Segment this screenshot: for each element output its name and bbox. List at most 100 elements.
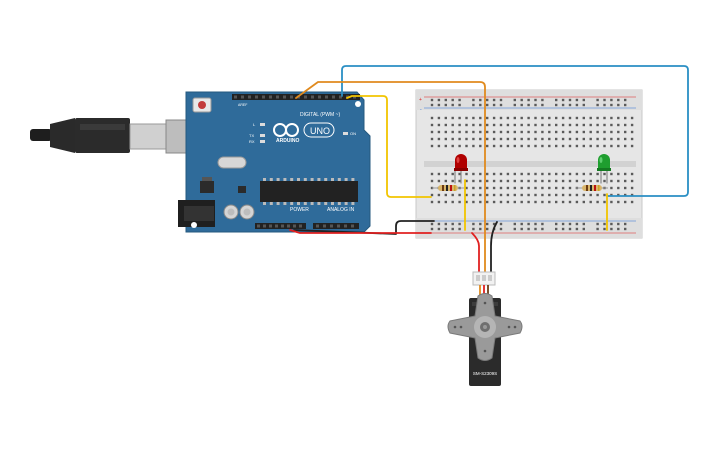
- breadboard-hole: [472, 172, 475, 176]
- breadboard-hole: [555, 123, 558, 127]
- breadboard-hole: [520, 227, 523, 231]
- breadboard-hole: [513, 179, 516, 183]
- breadboard-hole: [610, 116, 613, 120]
- breadboard-hole: [506, 137, 510, 141]
- breadboard-hole: [548, 200, 551, 204]
- breadboard-hole: [575, 172, 579, 176]
- breadboard-hole: [430, 172, 434, 176]
- crystal-oscillator: [217, 156, 247, 169]
- breadboard-hole: [582, 116, 585, 120]
- servo-horn: [447, 293, 523, 361]
- breadboard-hole: [534, 200, 537, 204]
- breadboard-hole: [520, 116, 523, 120]
- breadboard-hole: [548, 172, 551, 176]
- breadboard-hole: [541, 130, 544, 134]
- breadboard-hole: [624, 137, 627, 141]
- breadboard-hole: [479, 123, 482, 127]
- header-pin: [275, 224, 278, 228]
- breadboard-hole: [513, 227, 516, 231]
- breadboard-hole: [603, 172, 606, 176]
- breadboard-hole: [430, 103, 434, 107]
- breadboard-hole: [603, 130, 606, 134]
- breadboard-hole: [561, 222, 565, 226]
- chip-pin: [310, 202, 314, 205]
- rail-plus-label: +: [419, 97, 422, 103]
- breadboard-hole: [575, 222, 579, 226]
- breadboard-hole: [513, 123, 516, 127]
- breadboard-hole: [513, 144, 516, 148]
- breadboard-hole: [492, 179, 496, 183]
- breadboard-hole: [479, 186, 482, 190]
- breadboard-hole: [630, 200, 634, 204]
- chip-pin: [331, 178, 334, 181]
- breadboard-hole: [534, 98, 537, 102]
- breadboard-hole: [527, 172, 530, 176]
- breadboard-hole: [437, 137, 441, 141]
- breadboard-hole: [610, 179, 613, 183]
- breadboard-hole: [506, 193, 510, 197]
- breadboard-hole: [561, 200, 565, 204]
- breadboard-hole: [561, 137, 565, 141]
- breadboard-hole: [596, 144, 599, 148]
- header-pin: [248, 95, 251, 99]
- breadboard-hole: [589, 130, 592, 134]
- breadboard-hole: [499, 130, 503, 134]
- breadboard-hole: [575, 98, 579, 102]
- breadboard-hole: [520, 123, 523, 127]
- breadboard-hole: [534, 193, 537, 197]
- breadboard-hole: [492, 123, 496, 127]
- header-pin: [299, 224, 302, 228]
- breadboard-hole: [492, 116, 496, 120]
- breadboard-hole: [548, 137, 551, 141]
- orange-wire: [295, 81, 486, 273]
- breadboard-hole: [479, 227, 482, 231]
- breadboard-hole: [465, 193, 468, 197]
- breadboard-hole: [527, 116, 530, 120]
- breadboard-hole: [520, 193, 523, 197]
- breadboard-hole: [555, 144, 558, 148]
- atmega-chip: [260, 181, 358, 202]
- breadboard-hole: [472, 103, 475, 107]
- breadboard-hole: [506, 186, 510, 190]
- breadboard-hole: [582, 193, 585, 197]
- breadboard-hole: [527, 179, 530, 183]
- breadboard-hole: [624, 186, 627, 190]
- breadboard-hole: [451, 123, 454, 127]
- breadboard-hole: [568, 123, 572, 127]
- header-pin: [269, 95, 272, 99]
- header-pin: [353, 95, 356, 99]
- breadboard-hole: [534, 222, 537, 226]
- chip-pin: [290, 202, 294, 205]
- breadboard-hole: [534, 116, 537, 120]
- breadboard-hole: [486, 200, 489, 204]
- breadboard-hole: [520, 144, 523, 148]
- breadboard-hole: [603, 103, 606, 107]
- breadboard-hole: [589, 172, 592, 176]
- breadboard-hole: [451, 137, 454, 141]
- breadboard-hole: [582, 200, 585, 204]
- breadboard-hole: [617, 193, 620, 197]
- breadboard-hole: [444, 222, 447, 226]
- breadboard-hole: [465, 116, 468, 120]
- breadboard-hole: [589, 144, 592, 148]
- breadboard-hole: [541, 186, 544, 190]
- breadboard-hole: [624, 116, 627, 120]
- breadboard-hole: [541, 179, 544, 183]
- breadboard-hole: [548, 123, 551, 127]
- breadboard-hole: [603, 193, 606, 197]
- breadboard-hole: [596, 227, 599, 231]
- breadboard-hole: [458, 222, 461, 226]
- chip-pin: [344, 202, 348, 205]
- breadboard-hole: [617, 172, 620, 176]
- breadboard-hole: [513, 98, 516, 102]
- breadboard-hole: [630, 179, 634, 183]
- breadboard-hole: [555, 200, 558, 204]
- breadboard-hole: [624, 200, 627, 204]
- breadboard-hole: [568, 227, 572, 231]
- breadboard-hole: [630, 130, 634, 134]
- header-pin: [351, 224, 354, 228]
- power-label: POWER: [290, 207, 309, 213]
- breadboard-hole: [451, 193, 454, 197]
- rail-minus-label: -: [420, 107, 422, 113]
- chip-pin: [317, 178, 321, 181]
